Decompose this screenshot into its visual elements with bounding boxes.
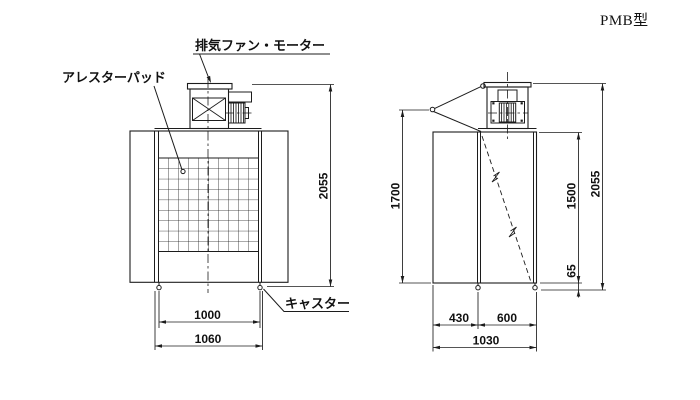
dim-text-1700: 1700 [389, 182, 403, 209]
page-title: PMB型 [600, 12, 649, 29]
dim-front-body-width: 1000 [158, 291, 261, 328]
label-text-arrester-pad: アレスターパッド [62, 70, 166, 85]
caster-front-right [257, 282, 263, 291]
hood-deflector [429, 83, 486, 132]
caster-side-right [532, 283, 538, 291]
caster-front-left [156, 282, 162, 291]
label-exhaust-fan-motor: 排気ファン・モーター [193, 38, 330, 83]
dim-text-2055-side: 2055 [589, 170, 603, 197]
dim-side-depths: 430 600 1030 [432, 285, 537, 352]
dim-text-600: 600 [497, 311, 517, 325]
fan-x-panel [192, 97, 226, 121]
mesh-grid [158, 157, 259, 252]
side-fan-unit [478, 72, 537, 142]
front-fan-unit [186, 79, 253, 293]
dim-text-1500: 1500 [565, 182, 579, 209]
dim-text-1030: 1030 [473, 334, 500, 348]
dim-text-430: 430 [449, 311, 469, 325]
dim-side-body-height: 1500 [539, 132, 582, 284]
dim-side-overall-height: 2055 [533, 83, 606, 291]
fan-outlet-duct [228, 91, 252, 103]
caster-side-left [475, 283, 481, 291]
arrester-pad-marker [180, 168, 186, 175]
dim-text-65: 65 [565, 264, 579, 278]
front-cabinet [129, 128, 289, 283]
motor-icon [225, 102, 253, 124]
dim-text-1000: 1000 [194, 308, 221, 322]
dim-text-1060: 1060 [195, 332, 222, 346]
side-view [429, 72, 538, 291]
dim-side-hood-height: 1700 [389, 109, 431, 284]
label-text-caster: キャスター [285, 296, 350, 311]
dim-front-overall-height: 2055 [252, 84, 334, 287]
label-caster: キャスター [263, 288, 350, 312]
dim-text-2055-front: 2055 [317, 172, 331, 199]
internal-curtain-line [481, 135, 531, 281]
side-cabinet [432, 131, 538, 284]
front-view [129, 79, 289, 293]
dim-front-overall-width: 1060 [154, 291, 263, 350]
label-text-exhaust-fan-motor: 排気ファン・モーター [195, 38, 325, 53]
label-arrester-pad: アレスターパッド [62, 70, 183, 170]
dim-side-caster-height: 65 [565, 264, 581, 298]
